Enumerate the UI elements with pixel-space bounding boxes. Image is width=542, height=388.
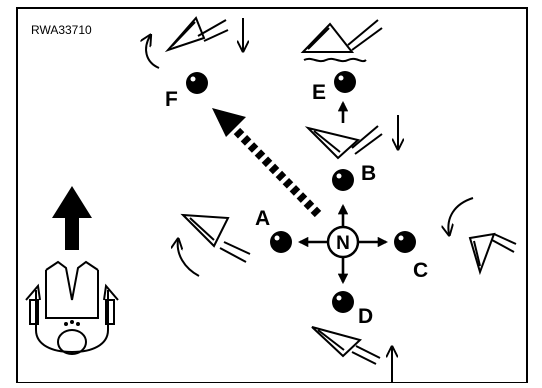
position-label-f: F [165,88,178,111]
dashed-arrow-to-f [212,108,322,218]
reference-code: RWA33710 [31,23,92,37]
position-label-a: A [255,207,270,230]
knob-d [332,291,354,313]
position-label-c: C [413,259,428,282]
direction-arrows [297,100,389,285]
bucket-icon-e [300,19,383,63]
knob-c [394,231,416,253]
position-label-e: E [312,81,326,104]
forward-arrow-icon [52,186,92,250]
figure-frame [16,7,528,384]
bucket-icon-b [304,115,398,160]
knob-a [270,231,292,253]
knob-b [332,169,354,191]
knob-e [334,71,356,93]
bucket-icon-a [178,213,251,277]
neutral-circle-icon: N [326,225,360,259]
position-label-b: B [361,162,376,185]
knob-f [186,72,208,94]
bucket-icon-f [146,16,243,69]
position-label-d: D [358,305,373,328]
operator-seat-icon [25,260,119,355]
neutral-label: N [336,233,350,254]
bucket-icon-c [448,197,517,276]
bucket-icon-d [311,326,392,382]
